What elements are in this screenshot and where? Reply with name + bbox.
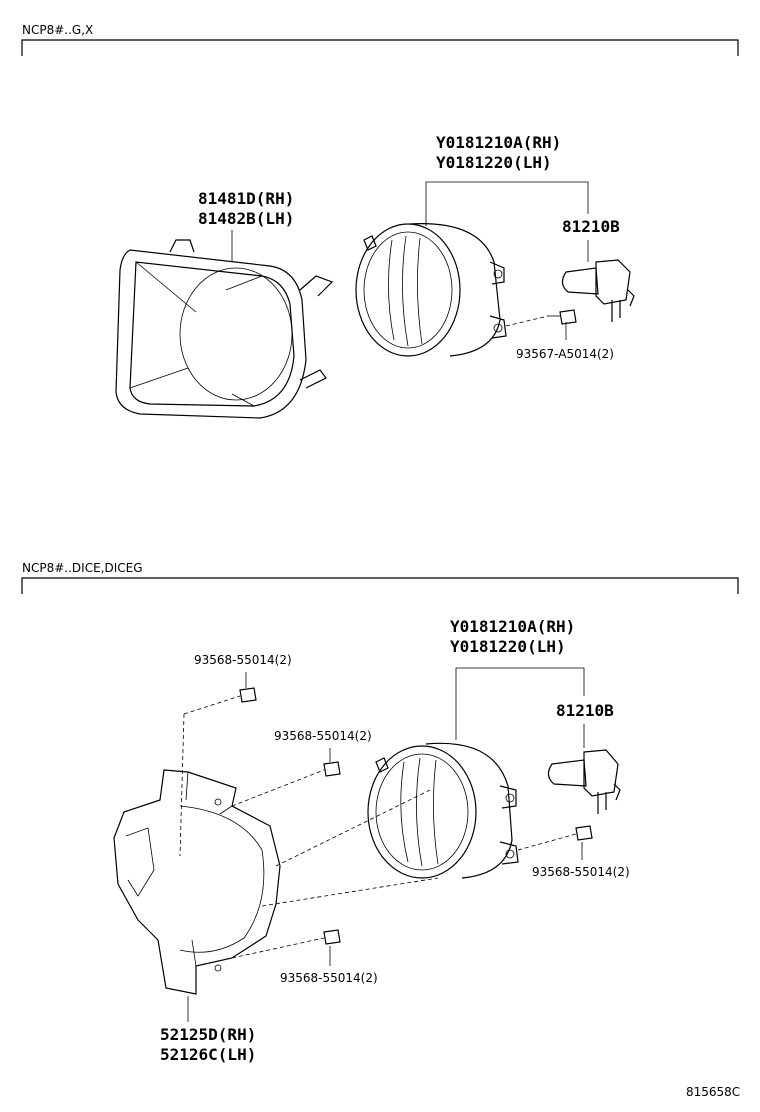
section-2-bulb-drawing (547, 749, 621, 814)
section-2-alignment-line-lower (261, 877, 439, 907)
section-2-bulb-label: 81210B (556, 701, 614, 720)
section-2-screw-right-drawing (517, 825, 593, 851)
section-2-lamp-label-rh: Y0181210A(RH) (450, 617, 575, 636)
section-1-bracket (21, 39, 739, 56)
section-2-bracket-label-rh: 52125D(RH) (160, 1025, 256, 1044)
section-2: NCP8#..DICE,DICEG Y0181210A(RH) Y0181220… (21, 561, 739, 1064)
section-1-lamp-leader (425, 181, 589, 226)
section-1-bezel-label-lh: 81482B(LH) (198, 209, 294, 228)
section-2-alignment-line-upper (275, 789, 431, 867)
section-2-lamp-label-lh: Y0181220(LH) (450, 637, 566, 656)
section-2-screw-mid-drawing (231, 761, 341, 807)
section-1-screw-drawing (505, 309, 577, 327)
section-2-screw-bottom-label: 93568-55014(2) (280, 971, 378, 985)
section-1-screw-label: 93567-A5014(2) (516, 347, 614, 361)
section-2-label: NCP8#..DICE,DICEG (22, 561, 143, 575)
section-2-screw-right-label: 93568-55014(2) (532, 865, 630, 879)
diagram-ref-label: 815658C (686, 1085, 740, 1099)
section-1-bulb-drawing (561, 259, 635, 322)
section-2-bracket-drawing (113, 713, 281, 995)
section-1-lamp-label-rh: Y0181210A(RH) (436, 133, 561, 152)
section-1-bulb-label: 81210B (562, 217, 620, 236)
section-2-lamp-leader (455, 667, 585, 740)
section-2-screw-mid-label: 93568-55014(2) (274, 729, 372, 743)
section-2-bracket (21, 577, 739, 594)
section-1-bezel-drawing (115, 239, 334, 419)
section-1-lamp-drawing (355, 223, 507, 357)
section-1: NCP8#..G,X Y0181210A(RH) Y0181220(LH) 81… (21, 23, 739, 419)
section-2-screw-top-label: 93568-55014(2) (194, 653, 292, 667)
section-2-screw-top-drawing (183, 687, 257, 715)
section-1-label: NCP8#..G,X (22, 23, 93, 37)
section-1-lamp-label-lh: Y0181220(LH) (436, 153, 552, 172)
section-2-lamp-drawing (367, 742, 519, 879)
section-2-bracket-label-lh: 52126C(LH) (160, 1045, 256, 1064)
section-1-bezel-label-rh: 81481D(RH) (198, 189, 294, 208)
section-2-screw-bottom-drawing (231, 929, 341, 959)
